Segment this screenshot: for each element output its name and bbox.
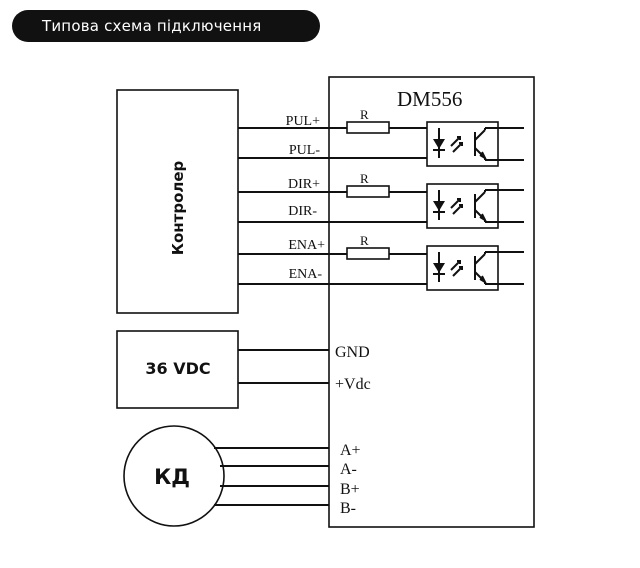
pin-label-pul-minus: PUL- <box>289 143 320 158</box>
pin-label-b-minus: B- <box>340 500 356 517</box>
optocoupler-ena <box>426 245 499 291</box>
optocoupler-dir <box>426 183 499 229</box>
driver-model: DM556 <box>397 87 462 111</box>
pin-label-a-plus: A+ <box>340 442 361 459</box>
signal-group-pul: R PUL+ PUL- <box>238 107 524 167</box>
controller-box <box>116 89 239 314</box>
pin-label-dir-minus: DIR- <box>288 204 317 219</box>
pin-label-vdc: +Vdc <box>335 376 371 393</box>
diagram-title: Типова схема підключення <box>12 10 320 42</box>
resistor-label: R <box>360 107 369 122</box>
motor-circle <box>123 425 225 527</box>
resistor-pul <box>346 121 390 134</box>
pin-label-ena-plus: ENA+ <box>288 238 325 253</box>
resistor-label: R <box>360 233 369 248</box>
power-supply-box <box>116 330 239 409</box>
pin-label-dir-plus: DIR+ <box>288 177 320 192</box>
driver-box <box>328 76 535 528</box>
power-supply-label: 36 VDC <box>145 359 210 378</box>
pin-label-gnd: GND <box>335 344 370 361</box>
controller-label: Контролер <box>169 160 187 255</box>
resistor-ena <box>346 247 390 260</box>
power-wiring: GND +Vdc <box>238 344 371 393</box>
signal-group-dir: R DIR+ DIR- <box>238 171 524 229</box>
pin-label-ena-minus: ENA- <box>289 267 323 282</box>
optocoupler-pul <box>426 121 499 167</box>
pin-label-pul-plus: PUL+ <box>286 114 320 129</box>
pin-label-b-plus: B+ <box>340 481 360 498</box>
pin-label-a-minus: A- <box>340 461 357 478</box>
resistor-label: R <box>360 171 369 186</box>
signal-group-ena: R ENA+ ENA- <box>238 233 524 291</box>
resistor-dir <box>346 185 390 198</box>
motor-wiring: A+ A- B+ B- <box>214 442 361 517</box>
motor-label: КД <box>154 465 190 489</box>
